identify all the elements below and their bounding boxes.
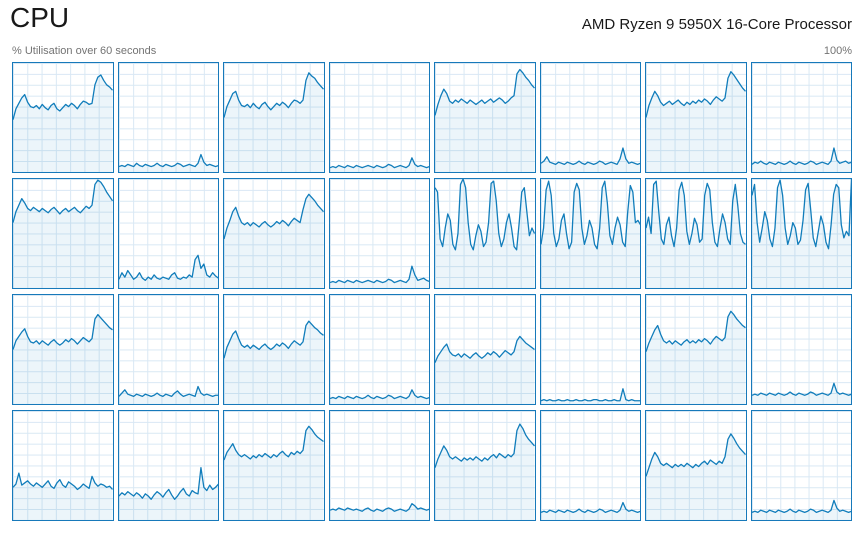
utilisation-sparkline: [118, 411, 218, 520]
cpu-core-graph[interactable]: [645, 62, 747, 173]
utilisation-sparkline: [224, 179, 324, 288]
utilisation-sparkline: [435, 411, 535, 520]
cpu-core-graph[interactable]: [645, 294, 747, 405]
cpu-core-graph[interactable]: [750, 410, 852, 521]
utilisation-sparkline: [751, 63, 851, 172]
cpu-core-graph[interactable]: [750, 294, 852, 405]
cpu-core-graph[interactable]: [434, 410, 536, 521]
cpu-core-graph[interactable]: [539, 62, 641, 173]
utilisation-sparkline: [118, 295, 218, 404]
cpu-core-graph[interactable]: [328, 410, 430, 521]
cpu-core-graph[interactable]: [539, 178, 641, 289]
graph-axis-labels: % Utilisation over 60 seconds 100%: [12, 45, 852, 59]
utilisation-sparkline: [646, 411, 746, 520]
utilisation-sparkline: [435, 295, 535, 404]
cpu-core-graph[interactable]: [750, 62, 852, 173]
utilisation-sparkline: [540, 295, 640, 404]
cpu-core-graph[interactable]: [12, 178, 114, 289]
cpu-core-graph[interactable]: [223, 294, 325, 405]
utilisation-sparkline: [540, 411, 640, 520]
cpu-core-graph[interactable]: [117, 410, 219, 521]
utilisation-sparkline: [118, 179, 218, 288]
utilisation-sparkline: [646, 295, 746, 404]
cpu-core-graph[interactable]: [434, 178, 536, 289]
utilisation-sparkline: [224, 295, 324, 404]
utilisation-sparkline: [751, 295, 851, 404]
cpu-core-graph[interactable]: [328, 294, 430, 405]
utilisation-sparkline: [435, 63, 535, 172]
cpu-core-graph[interactable]: [12, 410, 114, 521]
utilisation-sparkline: [224, 63, 324, 172]
scale-max-label: 100%: [823, 45, 852, 57]
utilisation-sparkline: [118, 63, 218, 172]
cpu-core-graph[interactable]: [328, 178, 430, 289]
cpu-core-graph[interactable]: [223, 178, 325, 289]
utilisation-sparkline: [329, 295, 429, 404]
utilisation-sparkline: [751, 411, 851, 520]
cpu-core-graph[interactable]: [223, 62, 325, 173]
utilisation-sparkline: [329, 63, 429, 172]
processor-name: AMD Ryzen 9 5950X 16-Core Processor: [581, 16, 852, 33]
cpu-core-graph[interactable]: [117, 62, 219, 173]
cpu-core-graph[interactable]: [539, 410, 641, 521]
utilisation-sparkline: [329, 179, 429, 288]
cpu-core-graph[interactable]: [223, 410, 325, 521]
utilisation-sparkline: [540, 63, 640, 172]
utilisation-sparkline: [13, 179, 113, 288]
cpu-logical-processor-grid: [12, 62, 852, 521]
cpu-core-graph[interactable]: [645, 410, 747, 521]
cpu-core-graph[interactable]: [434, 294, 536, 405]
page-title: CPU: [10, 2, 70, 33]
cpu-core-graph[interactable]: [434, 62, 536, 173]
utilisation-sparkline: [751, 179, 851, 288]
utilisation-sparkline: [224, 411, 324, 520]
utilisation-sparkline: [13, 411, 113, 520]
cpu-core-graph[interactable]: [328, 62, 430, 173]
utilisation-sparkline: [13, 295, 113, 404]
cpu-core-graph[interactable]: [645, 178, 747, 289]
cpu-core-graph[interactable]: [539, 294, 641, 405]
cpu-core-graph[interactable]: [12, 62, 114, 173]
cpu-core-graph[interactable]: [117, 178, 219, 289]
utilisation-sparkline: [540, 179, 640, 288]
utilisation-sparkline: [646, 179, 746, 288]
utilisation-sparkline: [435, 179, 535, 288]
utilisation-axis-label: % Utilisation over 60 seconds: [12, 45, 157, 57]
cpu-core-graph[interactable]: [750, 178, 852, 289]
utilisation-sparkline: [13, 63, 113, 172]
utilisation-sparkline: [646, 63, 746, 172]
utilisation-sparkline: [329, 411, 429, 520]
cpu-core-graph[interactable]: [117, 294, 219, 405]
cpu-core-graph[interactable]: [12, 294, 114, 405]
